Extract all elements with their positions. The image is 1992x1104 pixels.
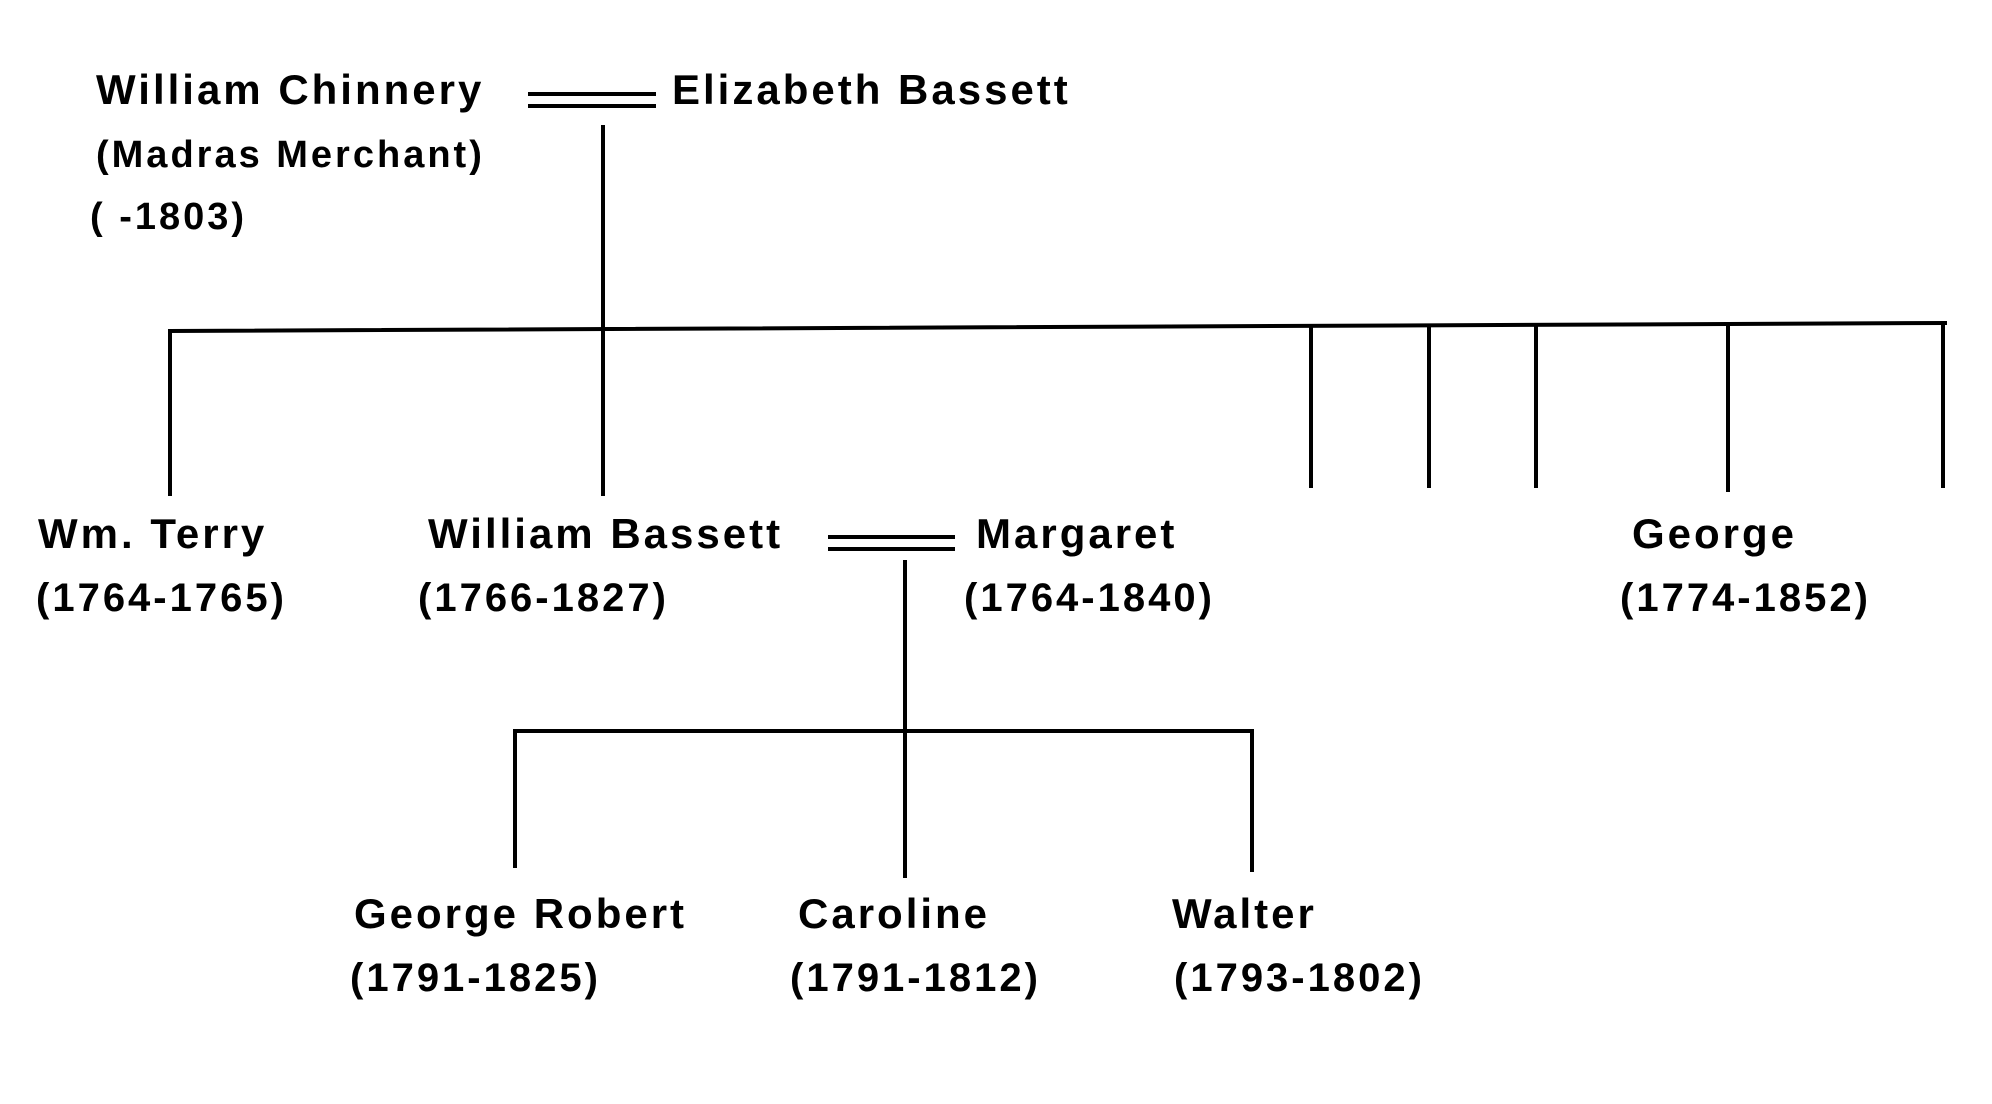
sibling-bar-generation-2 xyxy=(167,320,1948,334)
person-name-elizabeth-bassett: Elizabeth Bassett xyxy=(672,66,1071,113)
person-dates-wm-terry: (1764-1765) xyxy=(36,576,287,620)
person-dates-william-bassett: (1766-1827) xyxy=(418,576,669,620)
person-dates-george: (1774-1852) xyxy=(1620,576,1871,620)
person-name-walter: Walter xyxy=(1172,890,1317,937)
person-name-william-chinnery: William Chinnery xyxy=(96,66,485,113)
person-name-margaret: Margaret xyxy=(976,510,1178,557)
person-dates-walter: (1793-1802) xyxy=(1174,956,1425,1000)
person-dates-margaret: (1764-1840) xyxy=(964,576,1215,620)
person-name-caroline: Caroline xyxy=(798,890,991,937)
person-note-william-chinnery: (Madras Merchant) xyxy=(96,134,485,176)
person-dates-george-robert: (1791-1825) xyxy=(350,956,601,1000)
person-name-wm-terry: Wm. Terry xyxy=(38,510,268,557)
person-name-george-robert: George Robert xyxy=(354,890,688,937)
person-dates-caroline: (1791-1812) xyxy=(790,956,1041,1000)
person-name-george: George xyxy=(1632,510,1798,557)
person-dates-william-chinnery: ( -1803) xyxy=(90,196,248,238)
person-name-william-bassett: William Bassett xyxy=(428,510,784,557)
